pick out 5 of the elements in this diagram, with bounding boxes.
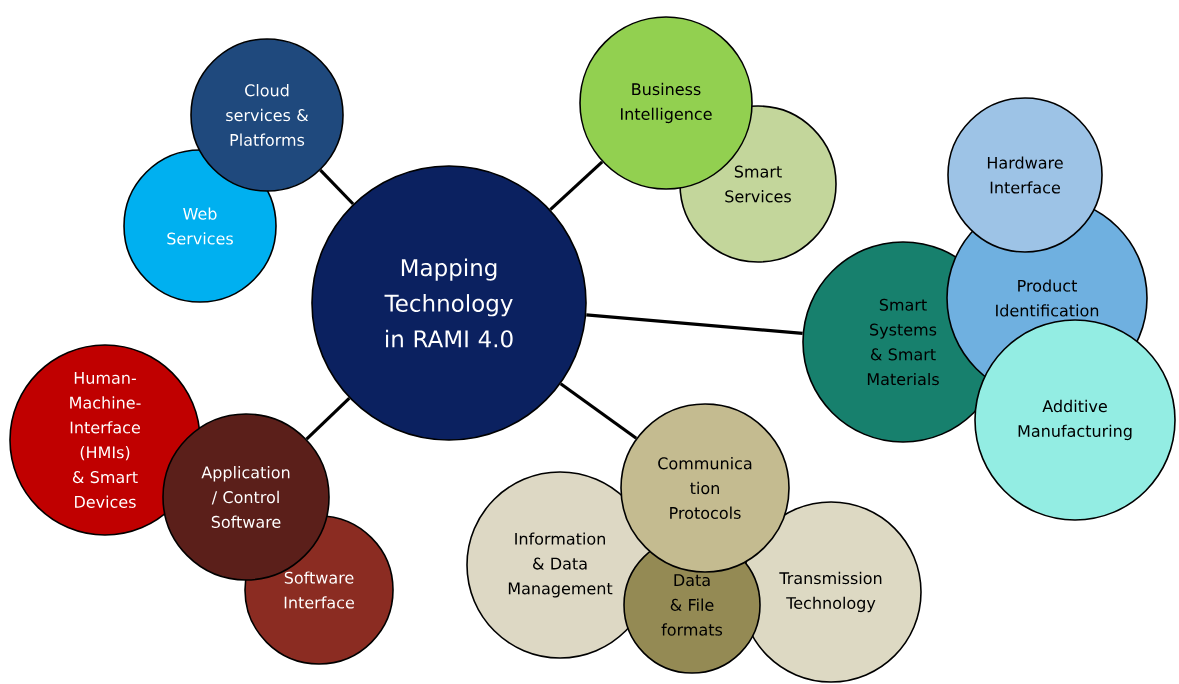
connector-line — [305, 397, 351, 441]
connector-line — [319, 169, 355, 206]
connector-line — [549, 160, 604, 211]
connector-line — [586, 313, 803, 335]
connector-line — [559, 382, 638, 440]
